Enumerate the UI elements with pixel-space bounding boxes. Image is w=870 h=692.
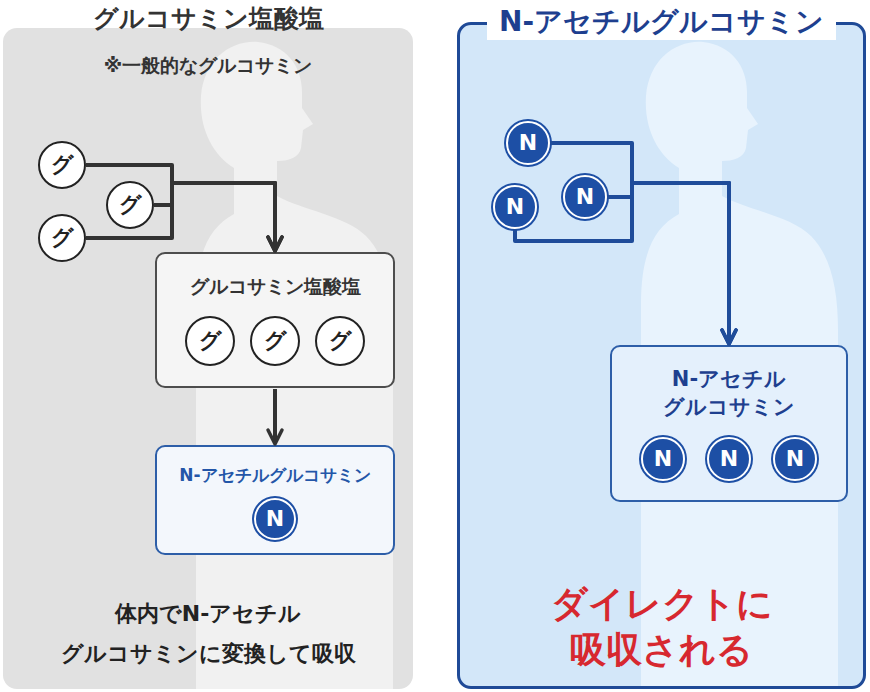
molecule-circle: N (254, 498, 296, 540)
flow-arrow (273, 389, 277, 444)
panel-subtitle: ※一般的なグルコサミン (104, 52, 312, 78)
circle-label: グ (199, 330, 222, 352)
molecule-circle: N (641, 437, 685, 481)
circle-row: NNN (641, 437, 817, 481)
form-box: N-アセチル グルコサミン N N N (610, 345, 848, 502)
molecule-circle: N (773, 437, 817, 481)
circle-label: グ (119, 194, 142, 216)
comparison-panel: N-アセチルグルコサミンダイレクトに 吸収されるNNNN-アセチル グルコサミン… (457, 22, 866, 689)
molecule-circle: N (506, 121, 550, 165)
circle-label: N (506, 196, 524, 218)
form-box: グルコサミン塩酸塩グググ (155, 252, 395, 388)
molecule-circle: グ (250, 316, 300, 366)
flow-arrow (154, 183, 275, 251)
flow-arrow (550, 143, 729, 344)
flow-arrow (607, 183, 729, 344)
molecule-circle: グ (106, 181, 154, 229)
circle-label: グ (51, 227, 74, 249)
molecule-circle: グ (315, 316, 365, 366)
circle-label: グ (51, 154, 74, 176)
form-box: N-アセチルグルコサミン N (155, 445, 395, 555)
molecule-circle: N (563, 175, 607, 219)
panel-caption: ダイレクトに 吸収される (522, 581, 802, 673)
circle-label: グ (264, 330, 287, 352)
box-title: N-アセチルグルコサミン (179, 464, 370, 486)
circle-label: N (720, 448, 738, 470)
molecule-circle: N (707, 437, 751, 481)
circle-label: N (266, 508, 284, 530)
molecule-circle: グ (38, 214, 86, 262)
molecule-circle: グ (38, 141, 86, 189)
circle-label: N (654, 448, 672, 470)
panel-caption: 体内でN-アセチル グルコサミンに変換して吸収 (23, 594, 393, 674)
circle-label: N (576, 186, 594, 208)
flow-arrow (86, 183, 275, 251)
circle-label: グ (329, 330, 352, 352)
circle-label: N (519, 132, 537, 154)
box-title: グルコサミン塩酸塩 (190, 274, 361, 298)
molecule-circle: グ (185, 316, 235, 366)
molecule-circle: N (493, 185, 537, 229)
flow-arrow (515, 183, 729, 344)
circle-row: グググ (185, 316, 365, 366)
panel-title: N-アセチルグルコサミン (487, 4, 836, 40)
comparison-panel: グルコサミン塩酸塩 ※一般的なグルコサミン体内でN-アセチル グルコサミンに変換し… (3, 28, 413, 689)
panel-title: グルコサミン塩酸塩 (93, 4, 324, 34)
circle-label: N (786, 448, 804, 470)
box-title: N-アセチル グルコサミン (639, 365, 819, 421)
flow-arrow (86, 165, 275, 251)
circle-row: N (254, 498, 296, 540)
